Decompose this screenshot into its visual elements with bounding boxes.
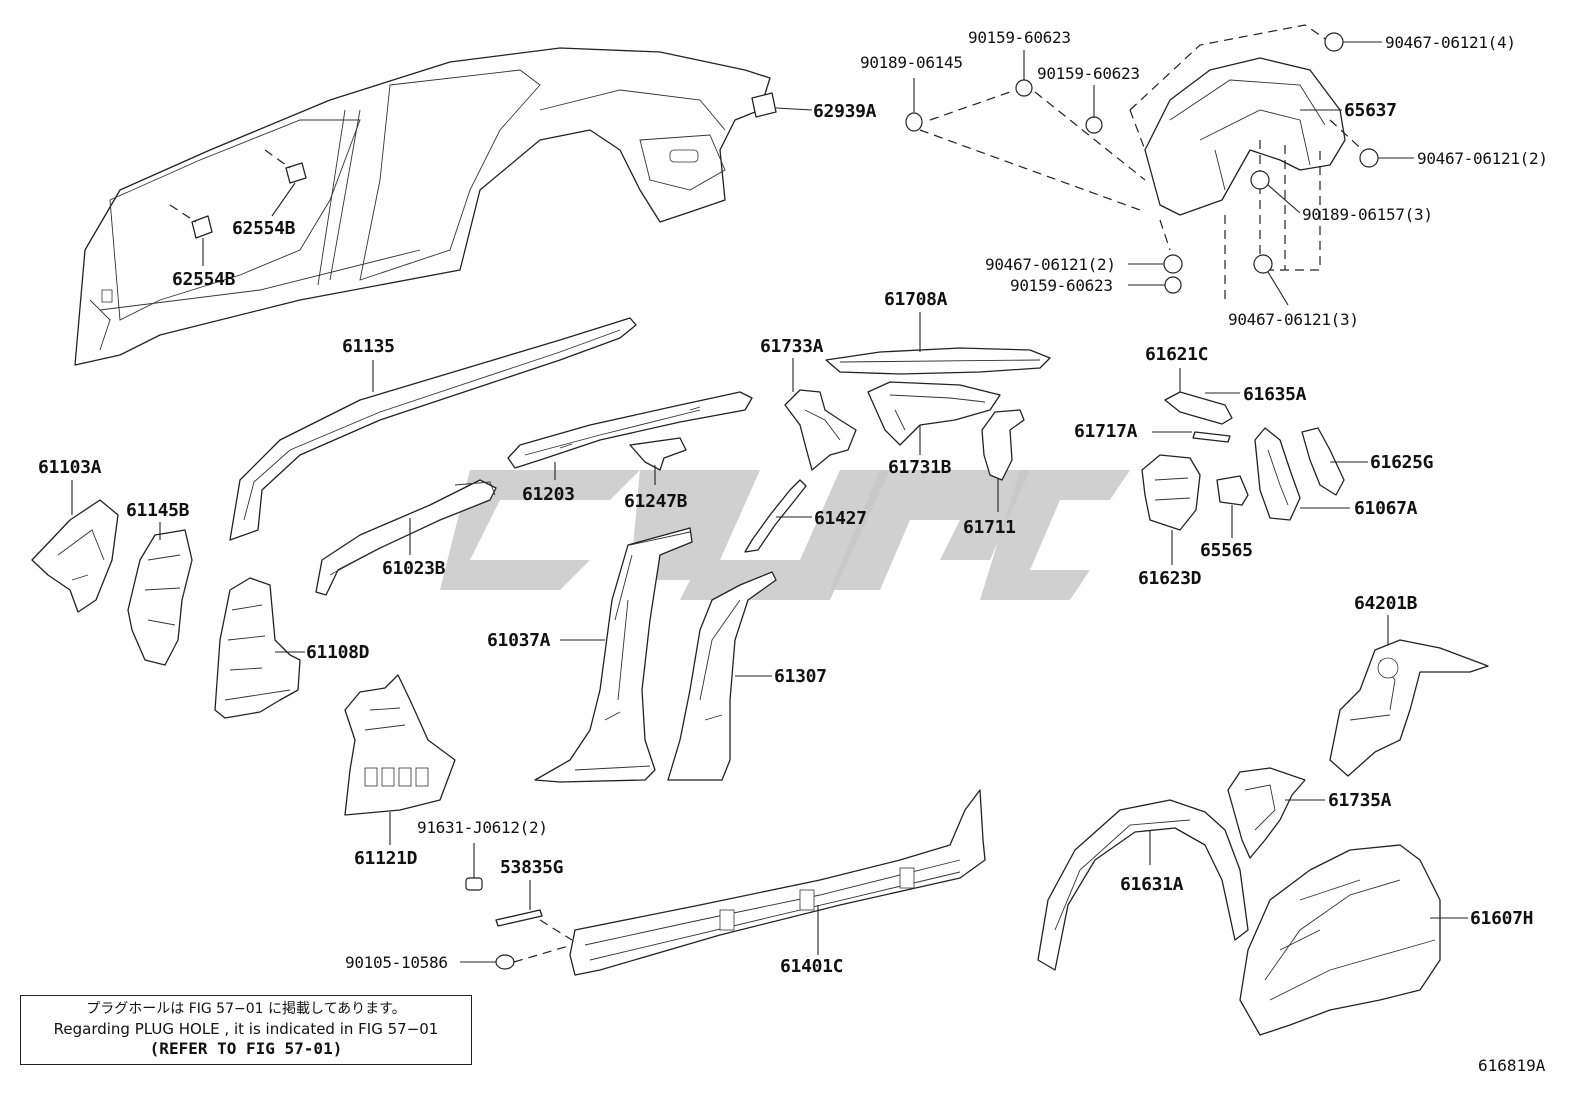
label-61037A: 61037A: [487, 630, 551, 651]
label-62554B-lower: 62554B: [172, 269, 236, 290]
label-90467-06121-2-b: 90467-06121(2): [985, 255, 1116, 274]
label-90467-06121-2-a: 90467-06121(2): [1417, 149, 1548, 168]
part-62939A-plug[interactable]: [751, 92, 813, 118]
label-90105: 90105-10586: [345, 953, 448, 972]
watermark-logo: [440, 470, 1130, 600]
nut-90467-06121-3[interactable]: [1253, 254, 1289, 306]
bolt-90159-60623-c[interactable]: [1128, 276, 1182, 294]
label-90159-60623-c: 90159-60623: [1010, 276, 1113, 295]
label-61427: 61427: [814, 508, 867, 529]
label-62554B-upper: 62554B: [232, 218, 296, 239]
part-61607H-wheel-house[interactable]: [1239, 844, 1468, 1036]
part-61625G[interactable]: [1301, 427, 1368, 496]
label-61108D: 61108D: [306, 642, 370, 663]
part-64201B[interactable]: [1329, 615, 1489, 777]
label-61717A: 61717A: [1074, 421, 1138, 442]
bolt-90159-60623-b[interactable]: [1085, 85, 1103, 134]
bolt-90189-06145[interactable]: [905, 78, 923, 132]
callout-labels: 62939A 62554B 62554B 61135 61103A 61145B…: [38, 28, 1548, 977]
label-61625G: 61625G: [1370, 452, 1433, 473]
label-61023B: 61023B: [382, 558, 446, 579]
bolt-91631[interactable]: [465, 843, 483, 891]
part-61735A[interactable]: [1227, 767, 1325, 859]
part-61717A[interactable]: [1152, 431, 1231, 443]
label-91631: 91631-J0612(2): [417, 818, 548, 837]
label-53835G: 53835G: [500, 857, 563, 878]
label-90189-06145: 90189-06145: [860, 53, 963, 72]
part-61733A[interactable]: [784, 358, 857, 471]
label-90467-06121-3: 90467-06121(3): [1228, 310, 1359, 329]
part-61247B[interactable]: [629, 437, 687, 485]
assembly-dash-lines: [919, 24, 1369, 300]
label-61607H: 61607H: [1470, 908, 1533, 929]
note-japanese: プラグホールは FIG 57−01 に掲載してあります。: [86, 1001, 406, 1017]
label-61735A: 61735A: [1328, 790, 1392, 811]
label-61121D: 61121D: [354, 848, 418, 869]
label-61203: 61203: [522, 484, 575, 505]
part-61307[interactable]: [667, 571, 777, 781]
part-61145B[interactable]: [127, 522, 193, 666]
figure-code: 616819A: [1478, 1056, 1546, 1075]
part-65637-fender-liner[interactable]: [1144, 57, 1346, 216]
label-90189-06157: 90189-06157(3): [1302, 205, 1433, 224]
part-61731B[interactable]: [867, 381, 1001, 455]
label-61067A: 61067A: [1354, 498, 1418, 519]
part-61401C-rocker[interactable]: [569, 789, 986, 976]
bolt-90159-60623-a[interactable]: [1015, 50, 1033, 97]
part-62554B-upper[interactable]: [264, 149, 307, 217]
note-reference: (REFER TO FIG 57-01): [149, 1039, 343, 1058]
label-90467-06121-4: 90467-06121(4): [1385, 33, 1516, 52]
part-61121D[interactable]: [344, 674, 456, 845]
part-62554B-lower[interactable]: [169, 204, 213, 266]
label-64201B: 64201B: [1354, 593, 1418, 614]
part-61711[interactable]: [981, 409, 1025, 512]
part-61203[interactable]: [507, 391, 753, 480]
bolt-90105[interactable]: [460, 919, 573, 970]
part-61631A[interactable]: [1037, 799, 1249, 971]
label-61145B: 61145B: [126, 500, 190, 521]
side-outer-panel[interactable]: [74, 47, 771, 366]
label-65637: 65637: [1344, 100, 1397, 121]
part-61023B[interactable]: [315, 479, 497, 596]
plug-hole-note: プラグホールは FIG 57−01 に掲載してあります。 Regarding P…: [20, 995, 472, 1065]
label-61631A: 61631A: [1120, 874, 1184, 895]
label-61731B: 61731B: [888, 457, 952, 478]
label-61623D: 61623D: [1138, 568, 1202, 589]
part-61621C[interactable]: [1164, 368, 1233, 425]
label-62939A: 62939A: [813, 101, 877, 122]
nut-90467-06121-4[interactable]: [1324, 32, 1382, 52]
label-61733A: 61733A: [760, 336, 824, 357]
label-61708A: 61708A: [884, 289, 948, 310]
part-61067A[interactable]: [1254, 427, 1350, 521]
part-65565[interactable]: [1216, 475, 1249, 538]
label-61401C: 61401C: [780, 956, 843, 977]
part-61103A[interactable]: [31, 480, 119, 613]
part-61037A[interactable]: [534, 527, 693, 783]
label-61711: 61711: [963, 517, 1016, 538]
part-61135-roof-rail[interactable]: [229, 317, 637, 541]
part-61427[interactable]: [744, 479, 812, 553]
nut-90467-06121-2-b[interactable]: [1128, 254, 1183, 274]
label-61307: 61307: [774, 666, 827, 687]
nut-90467-06121-2-a[interactable]: [1359, 148, 1414, 168]
part-61708A[interactable]: [825, 312, 1051, 375]
label-90159-60623-b: 90159-60623: [1037, 64, 1140, 83]
label-90159-60623-a: 90159-60623: [968, 28, 1071, 47]
bolt-90189-06157[interactable]: [1250, 170, 1301, 214]
label-61635A: 61635A: [1243, 384, 1307, 405]
label-61247B: 61247B: [624, 491, 688, 512]
note-english: Regarding PLUG HOLE , it is indicated in…: [53, 1020, 439, 1038]
part-61623D[interactable]: [1141, 454, 1201, 565]
part-53835G[interactable]: [495, 880, 543, 927]
label-61103A: 61103A: [38, 457, 102, 478]
label-61621C: 61621C: [1145, 344, 1208, 365]
label-61135: 61135: [342, 336, 395, 357]
part-61108D[interactable]: [214, 577, 305, 719]
label-65565: 65565: [1200, 540, 1253, 561]
